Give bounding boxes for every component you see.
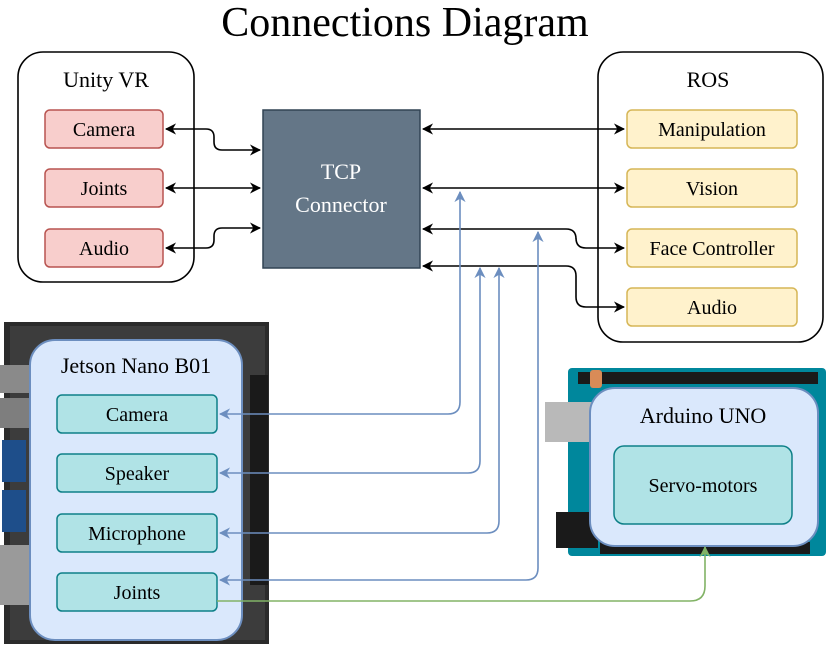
tcp-connector-node (262, 109, 421, 269)
jetson-camera-label: Camera (106, 404, 168, 426)
ros-vision-node (626, 168, 798, 208)
ros-audio-node (626, 287, 798, 327)
arrow-tcp-ros-audio (421, 260, 626, 313)
arrow-tcp-ros-face-controller (421, 223, 626, 254)
arrow-tcp-jetson-joints (218, 230, 544, 586)
jetson-speaker-label: Speaker (105, 463, 170, 485)
jetson-speaker-node (56, 453, 218, 493)
tcp-line2: Connector (295, 192, 387, 217)
unity-joints-node (44, 168, 164, 208)
arduino-servo-label: Servo-motors (649, 475, 758, 497)
jetson-camera-node (56, 394, 218, 434)
arrow-unity-audio-tcp (164, 222, 262, 254)
ros-manipulation-label: Manipulation (658, 119, 766, 141)
ros-manipulation-node (626, 109, 798, 149)
jetson-joints-node (56, 572, 218, 612)
unity-joints-label: Joints (81, 178, 128, 200)
jetson-label: Jetson Nano B01 (61, 353, 211, 378)
tcp-line1: TCP (321, 159, 361, 184)
arduino-label: Arduino UNO (640, 403, 767, 428)
arrow-unity-camera-tcp (164, 123, 262, 156)
ros-label: ROS (687, 67, 730, 92)
ros-vision-label: Vision (686, 178, 738, 200)
jetson-joints-label: Joints (114, 582, 161, 604)
ros-face-controller-node (626, 228, 798, 268)
diagram-title: Connections Diagram (221, 0, 589, 46)
unity-audio-label: Audio (79, 238, 129, 260)
jetson-microphone-label: Microphone (88, 523, 186, 545)
arrow-joints-servo (217, 545, 711, 602)
unity-audio-node (44, 228, 164, 268)
jetson-microphone-node (56, 513, 218, 553)
ros-audio-label: Audio (687, 297, 737, 319)
unity-camera-label: Camera (73, 119, 135, 141)
unity-vr-label: Unity VR (63, 67, 149, 92)
arduino-servo-node (613, 445, 793, 525)
ros-face-controller-label: Face Controller (650, 238, 775, 260)
unity-camera-node (44, 109, 164, 149)
